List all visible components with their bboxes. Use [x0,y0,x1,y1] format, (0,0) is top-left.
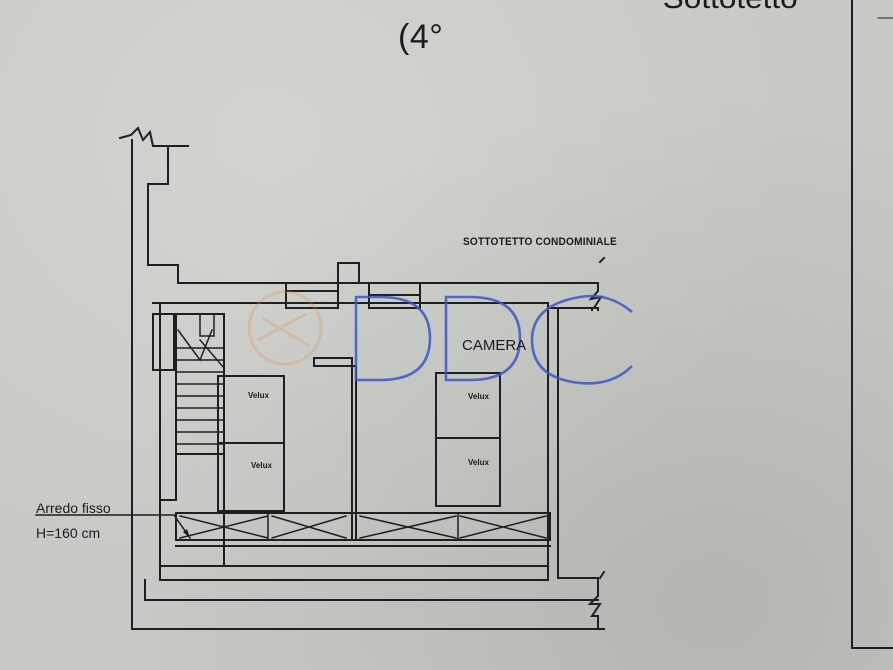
floor-heading: (4° [398,18,444,56]
leader-arrow [183,529,190,538]
label-camera: CAMERA [462,337,527,354]
label-arredo-height: H=160 cm [36,525,101,541]
label-velux: Velux [248,391,269,400]
label-velux: Velux [251,461,272,470]
break-symbol-bottom [587,570,606,630]
label-velux: Velux [468,458,489,467]
skylight-left [285,282,339,309]
stair-treads [175,347,225,445]
stair-run [159,453,225,567]
leader-line [35,514,192,540]
ddc-watermark [354,294,633,385]
label-velux: Velux [468,392,489,401]
faint-logo [247,290,323,366]
floor-heading-cropped: Sottotetto [663,0,798,16]
velux-right-frame [435,372,501,507]
stair-inner [176,313,226,370]
adjacent-sheet-frame [851,0,893,649]
fixed-furniture-cross [179,512,547,541]
inner-wall-right [547,307,599,579]
outer-wall-left-line [131,139,605,630]
skylight-right [368,282,421,309]
inner-bottom-line [144,565,599,601]
chimney [337,262,360,284]
outer-wall-left [118,126,189,147]
outer-wall-step [147,145,599,284]
fixed-furniture [175,512,551,547]
label-arredo-fisso: Arredo fisso [36,500,111,516]
velux-left-frame [217,375,285,512]
label-sottotetto: SOTTOTETTO CONDOMINIALE [463,236,617,248]
left-column [152,313,175,371]
